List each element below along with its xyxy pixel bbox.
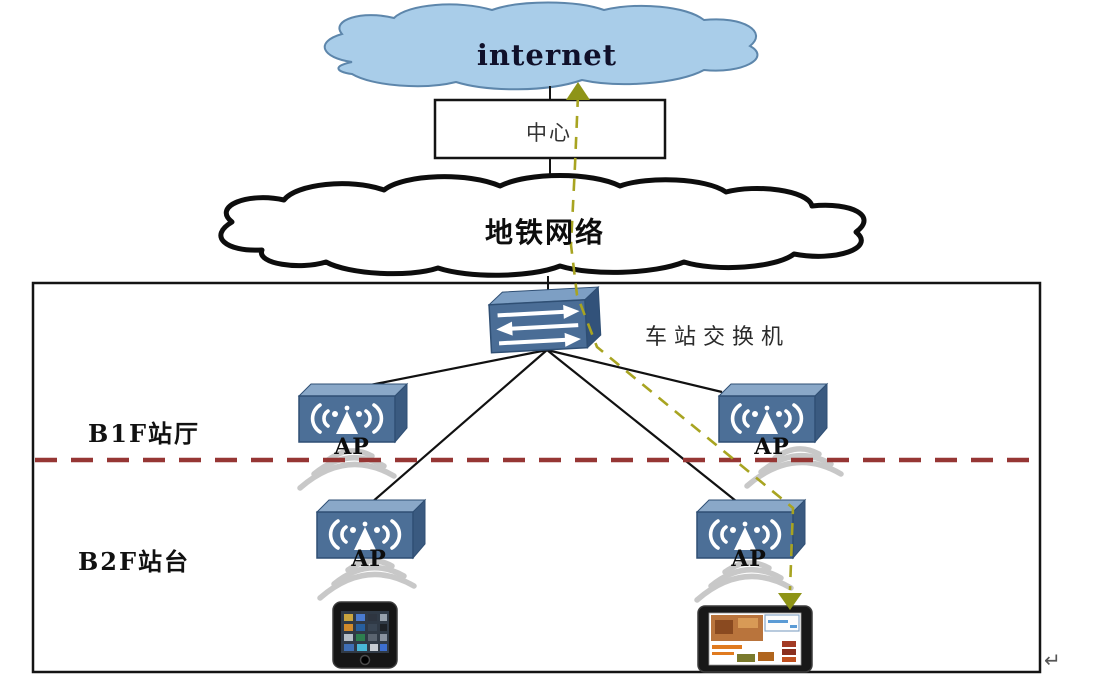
internet-cloud-label: internet xyxy=(476,38,618,72)
ap-label: AP xyxy=(351,546,387,572)
ap-label: AP xyxy=(334,434,370,460)
traffic-flow-path xyxy=(566,82,802,610)
metro-cloud-icon xyxy=(218,173,867,278)
center-node-box xyxy=(433,98,667,160)
ap-label: AP xyxy=(754,434,790,460)
ap-links xyxy=(354,348,742,506)
paragraph-return-mark: ↵ xyxy=(1044,648,1061,672)
tablet-icon xyxy=(697,605,813,673)
floor-b1f-label: B1F站厅 xyxy=(88,419,201,448)
flow-arrow-up-icon xyxy=(566,82,590,100)
internet-cloud-icon xyxy=(323,1,759,91)
ap-label: AP xyxy=(731,546,767,572)
station-switch-icon xyxy=(487,285,602,354)
smartphone-icon xyxy=(332,601,398,669)
floor-b2f-label: B2F站台 xyxy=(78,547,191,576)
center-node-label: 中心 xyxy=(526,121,572,145)
flow-arrow-down-icon xyxy=(778,593,802,610)
metro-cloud-label: 地铁网络 xyxy=(484,216,606,249)
station-switch-label: 车站交换机 xyxy=(645,325,791,350)
